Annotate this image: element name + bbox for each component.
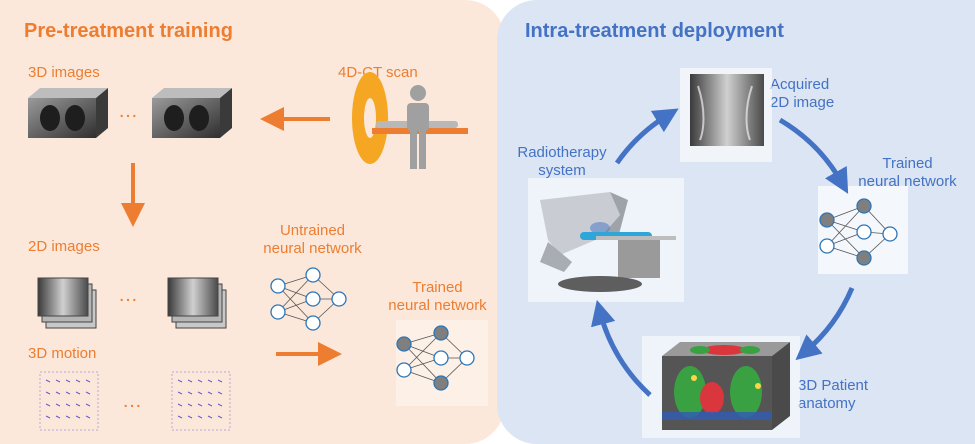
radiotherapy-label: Radiotherapy system bbox=[517, 144, 607, 179]
pre-treatment-panel bbox=[0, 0, 505, 444]
projection-stack-2 bbox=[167, 277, 227, 329]
patient-anatomy-cube bbox=[642, 336, 800, 438]
ct-cube-1 bbox=[28, 88, 108, 138]
arrow-radiotherapy-to-image bbox=[614, 108, 679, 165]
ellipsis-2d: … bbox=[118, 284, 141, 306]
arrow-image-to-network bbox=[778, 117, 849, 194]
patient-anatomy-label: 3D Patient anatomy bbox=[798, 377, 869, 412]
projection-stack-1 bbox=[37, 277, 97, 329]
radiotherapy-machine-icon bbox=[528, 178, 684, 302]
trained-network-icon-right bbox=[819, 198, 898, 266]
trained-network-label-left: Trained neural network bbox=[388, 279, 487, 314]
intra-treatment-title: Intra-treatment deployment bbox=[525, 20, 784, 42]
acquired-image-label: Acquired 2D image bbox=[770, 76, 835, 111]
images-3d-label: 3D images bbox=[28, 64, 100, 81]
motion-field-1 bbox=[39, 371, 99, 431]
ct-scanner-icon bbox=[352, 72, 468, 169]
motion-label: 3D motion bbox=[28, 345, 97, 362]
motion-field-2 bbox=[171, 371, 231, 431]
arrow-anatomy-to-radiotherapy bbox=[591, 299, 652, 397]
untrained-network-label: Untrained neural network bbox=[263, 222, 362, 257]
trained-network-icon-left bbox=[396, 325, 475, 391]
pre-treatment-title: Pre-treatment training bbox=[24, 20, 233, 42]
trained-network-label-right: Trained neural network bbox=[858, 155, 957, 190]
ellipsis-3d: … bbox=[118, 100, 141, 122]
images-2d-label: 2D images bbox=[28, 238, 100, 255]
ellipsis-motion: … bbox=[122, 390, 145, 412]
untrained-network-icon bbox=[270, 267, 347, 331]
ct-cube-2 bbox=[152, 88, 232, 138]
ct-scan-label: 4D-CT scan bbox=[338, 64, 418, 81]
arrow-network-to-anatomy bbox=[795, 287, 855, 361]
